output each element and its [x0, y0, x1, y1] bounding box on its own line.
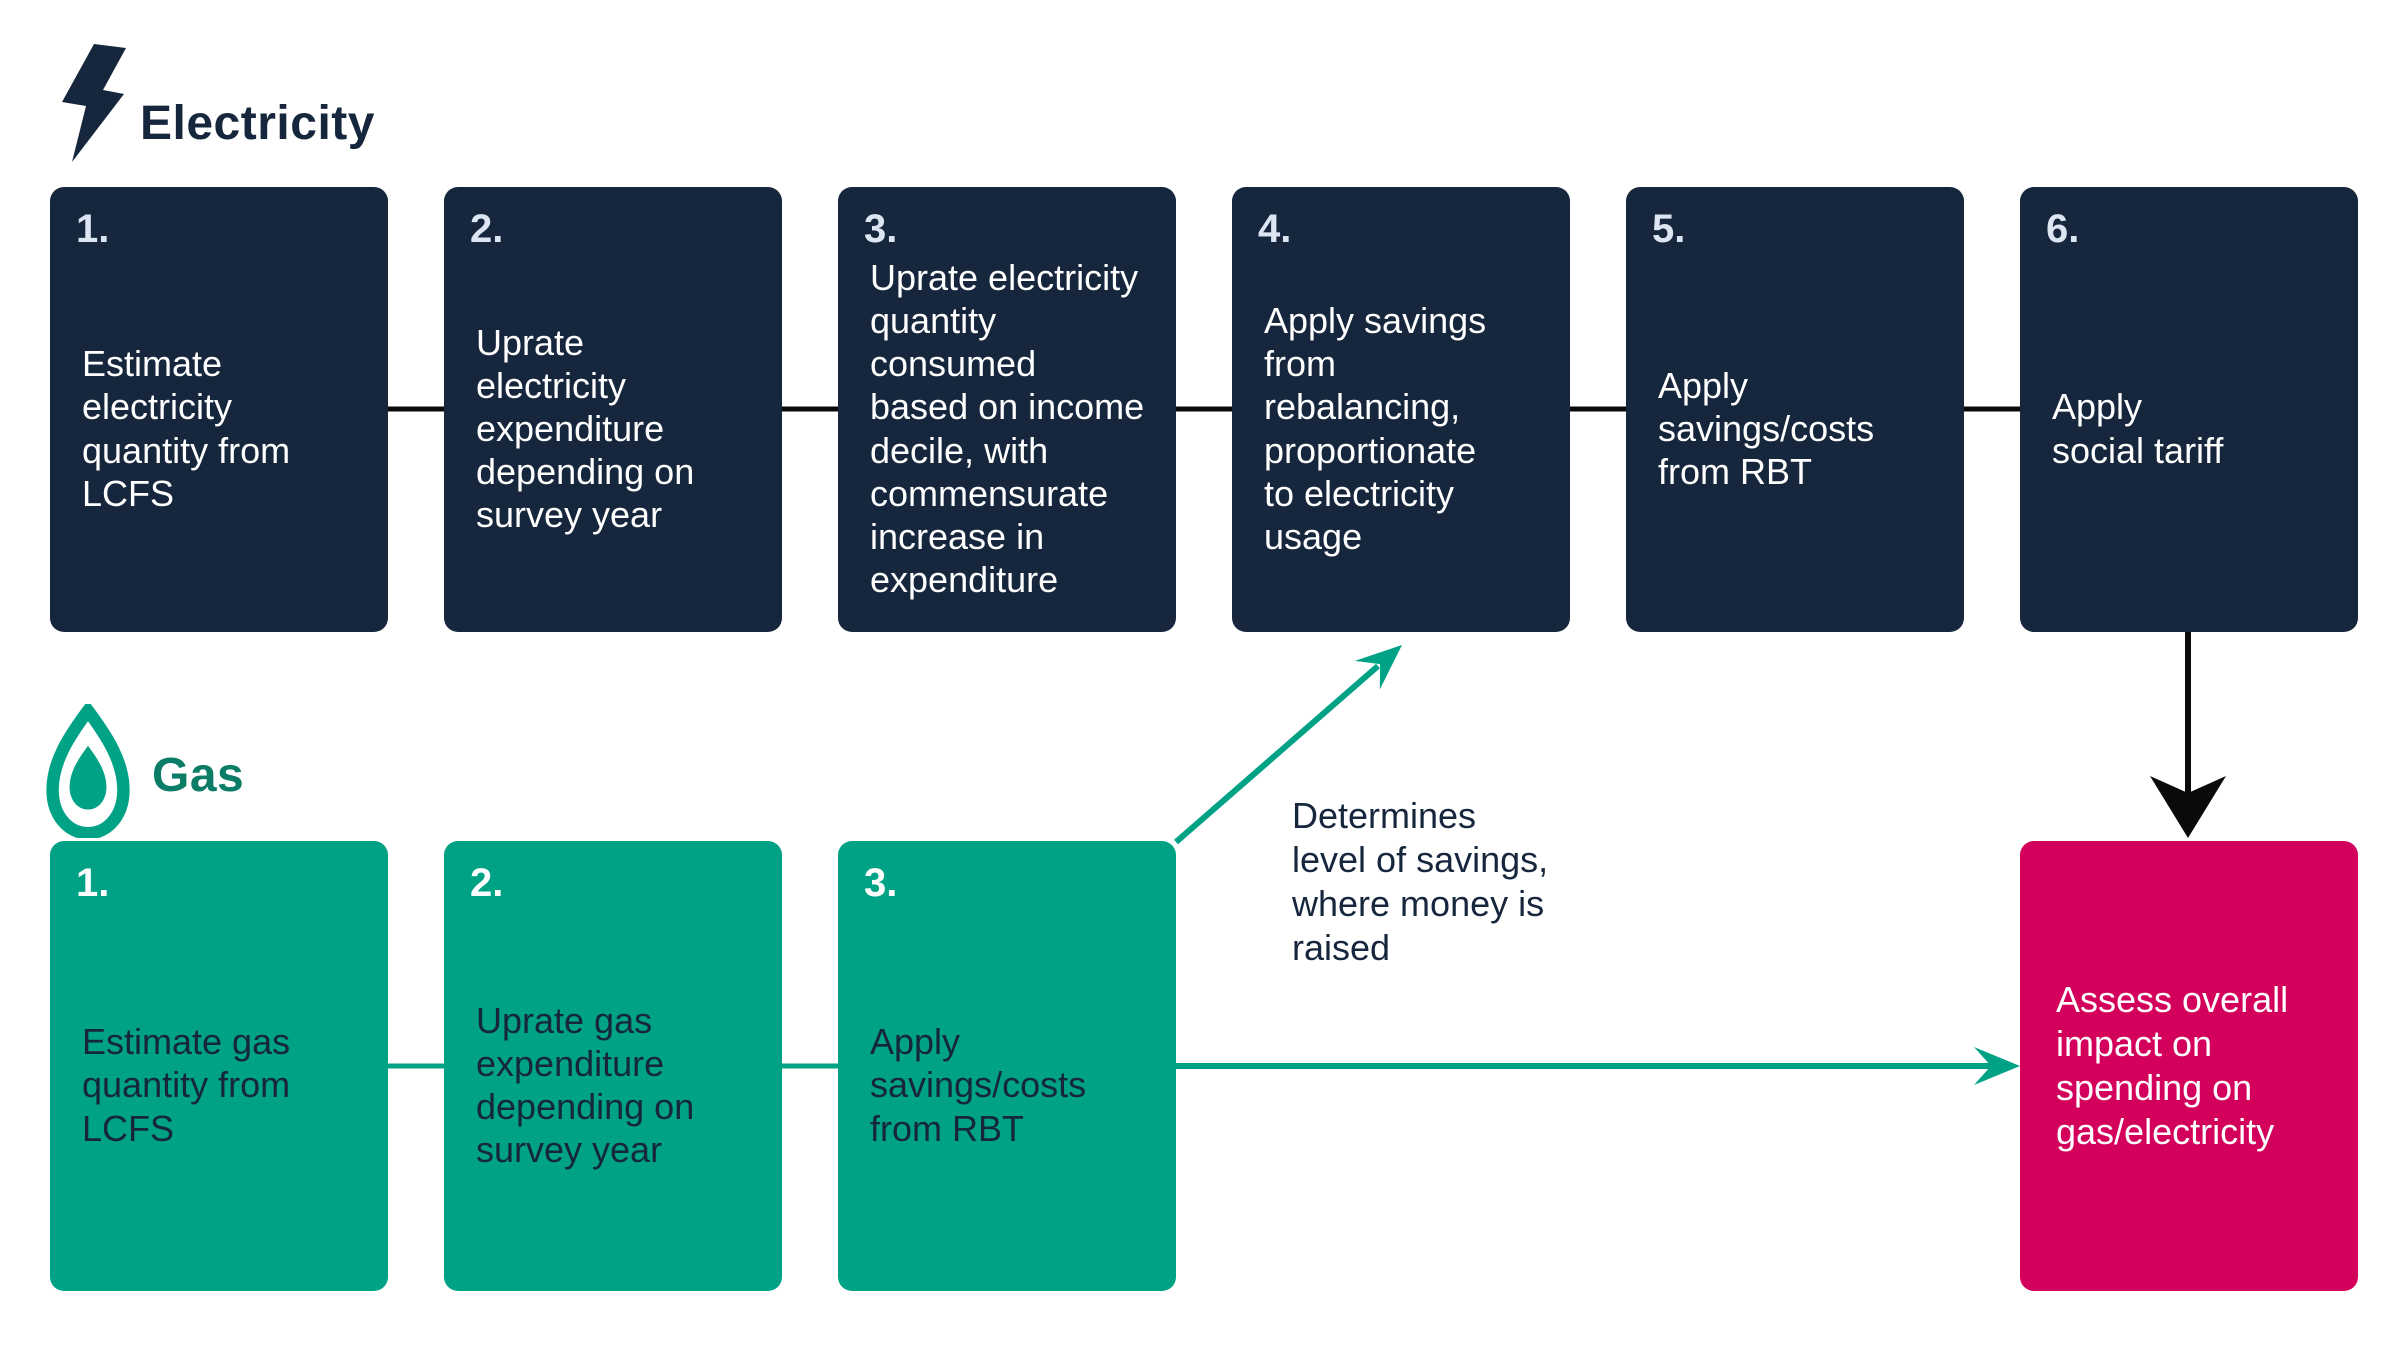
step-number: 5.: [1652, 207, 1686, 251]
tariff-to-outcome-arrow: [2150, 632, 2226, 838]
step-number: 6.: [2046, 207, 2080, 251]
step-text: Estimate gas quantity from LCFS: [82, 1021, 291, 1149]
electricity-step-1: 1. Estimate electricity quantity from LC…: [50, 187, 388, 632]
electricity-step-3: 3. Uprate electricity quantity consumed …: [838, 187, 1176, 632]
electricity-step-4: 4. Apply savings from rebalancing, propo…: [1232, 187, 1570, 632]
step-number: 2.: [470, 207, 504, 251]
step-number: 3.: [864, 207, 898, 251]
step-number: 4.: [1258, 207, 1292, 251]
outcome-text: Assess overall impact on spending on gas…: [2056, 979, 2289, 1152]
step-text: Uprate electricity expenditure depending…: [476, 321, 695, 536]
electricity-step-5: 5. Apply savings/costs from RBT: [1626, 187, 1964, 632]
step-text: Uprate electricity quantity consumed bas…: [870, 256, 1145, 601]
outcome-box: Assess overall impact on spending on gas…: [2020, 841, 2358, 1291]
annotation-text: Determines level of savings, where money…: [1292, 794, 1549, 968]
lightning-bolt-icon: [62, 44, 126, 162]
step-text: Apply social tariff: [2052, 386, 2224, 471]
gas-section-title: Gas: [152, 749, 245, 802]
electricity-step-2: 2. Uprate electricity expenditure depend…: [444, 187, 782, 632]
flame-icon: [46, 704, 130, 838]
step-text: Estimate electricity quantity from LCFS: [82, 343, 291, 514]
gas-to-outcome-arrow: [1176, 1047, 2020, 1085]
step-text: Apply savings from rebalancing, proporti…: [1264, 299, 1487, 557]
gas-step-1: 1. Estimate gas quantity from LCFS: [50, 841, 388, 1291]
step-number: 2.: [470, 861, 504, 905]
step-text: Apply savings/costs from RBT: [1658, 364, 1875, 493]
gas-step-3: 3. Apply savings/costs from RBT: [838, 841, 1176, 1291]
step-text: Uprate gas expenditure depending on surv…: [476, 999, 695, 1171]
step-number: 1.: [76, 861, 110, 905]
step-text: Apply savings/costs from RBT: [870, 1021, 1087, 1149]
electricity-section-title: Electricity: [140, 97, 375, 150]
step-number: 3.: [864, 861, 898, 905]
annotation-determines-savings: Determines level of savings, where money…: [1292, 750, 1622, 970]
step-number: 1.: [76, 207, 110, 251]
electricity-step-6: 6. Apply social tariff: [2020, 187, 2358, 632]
gas-step-2: 2. Uprate gas expenditure depending on s…: [444, 841, 782, 1291]
